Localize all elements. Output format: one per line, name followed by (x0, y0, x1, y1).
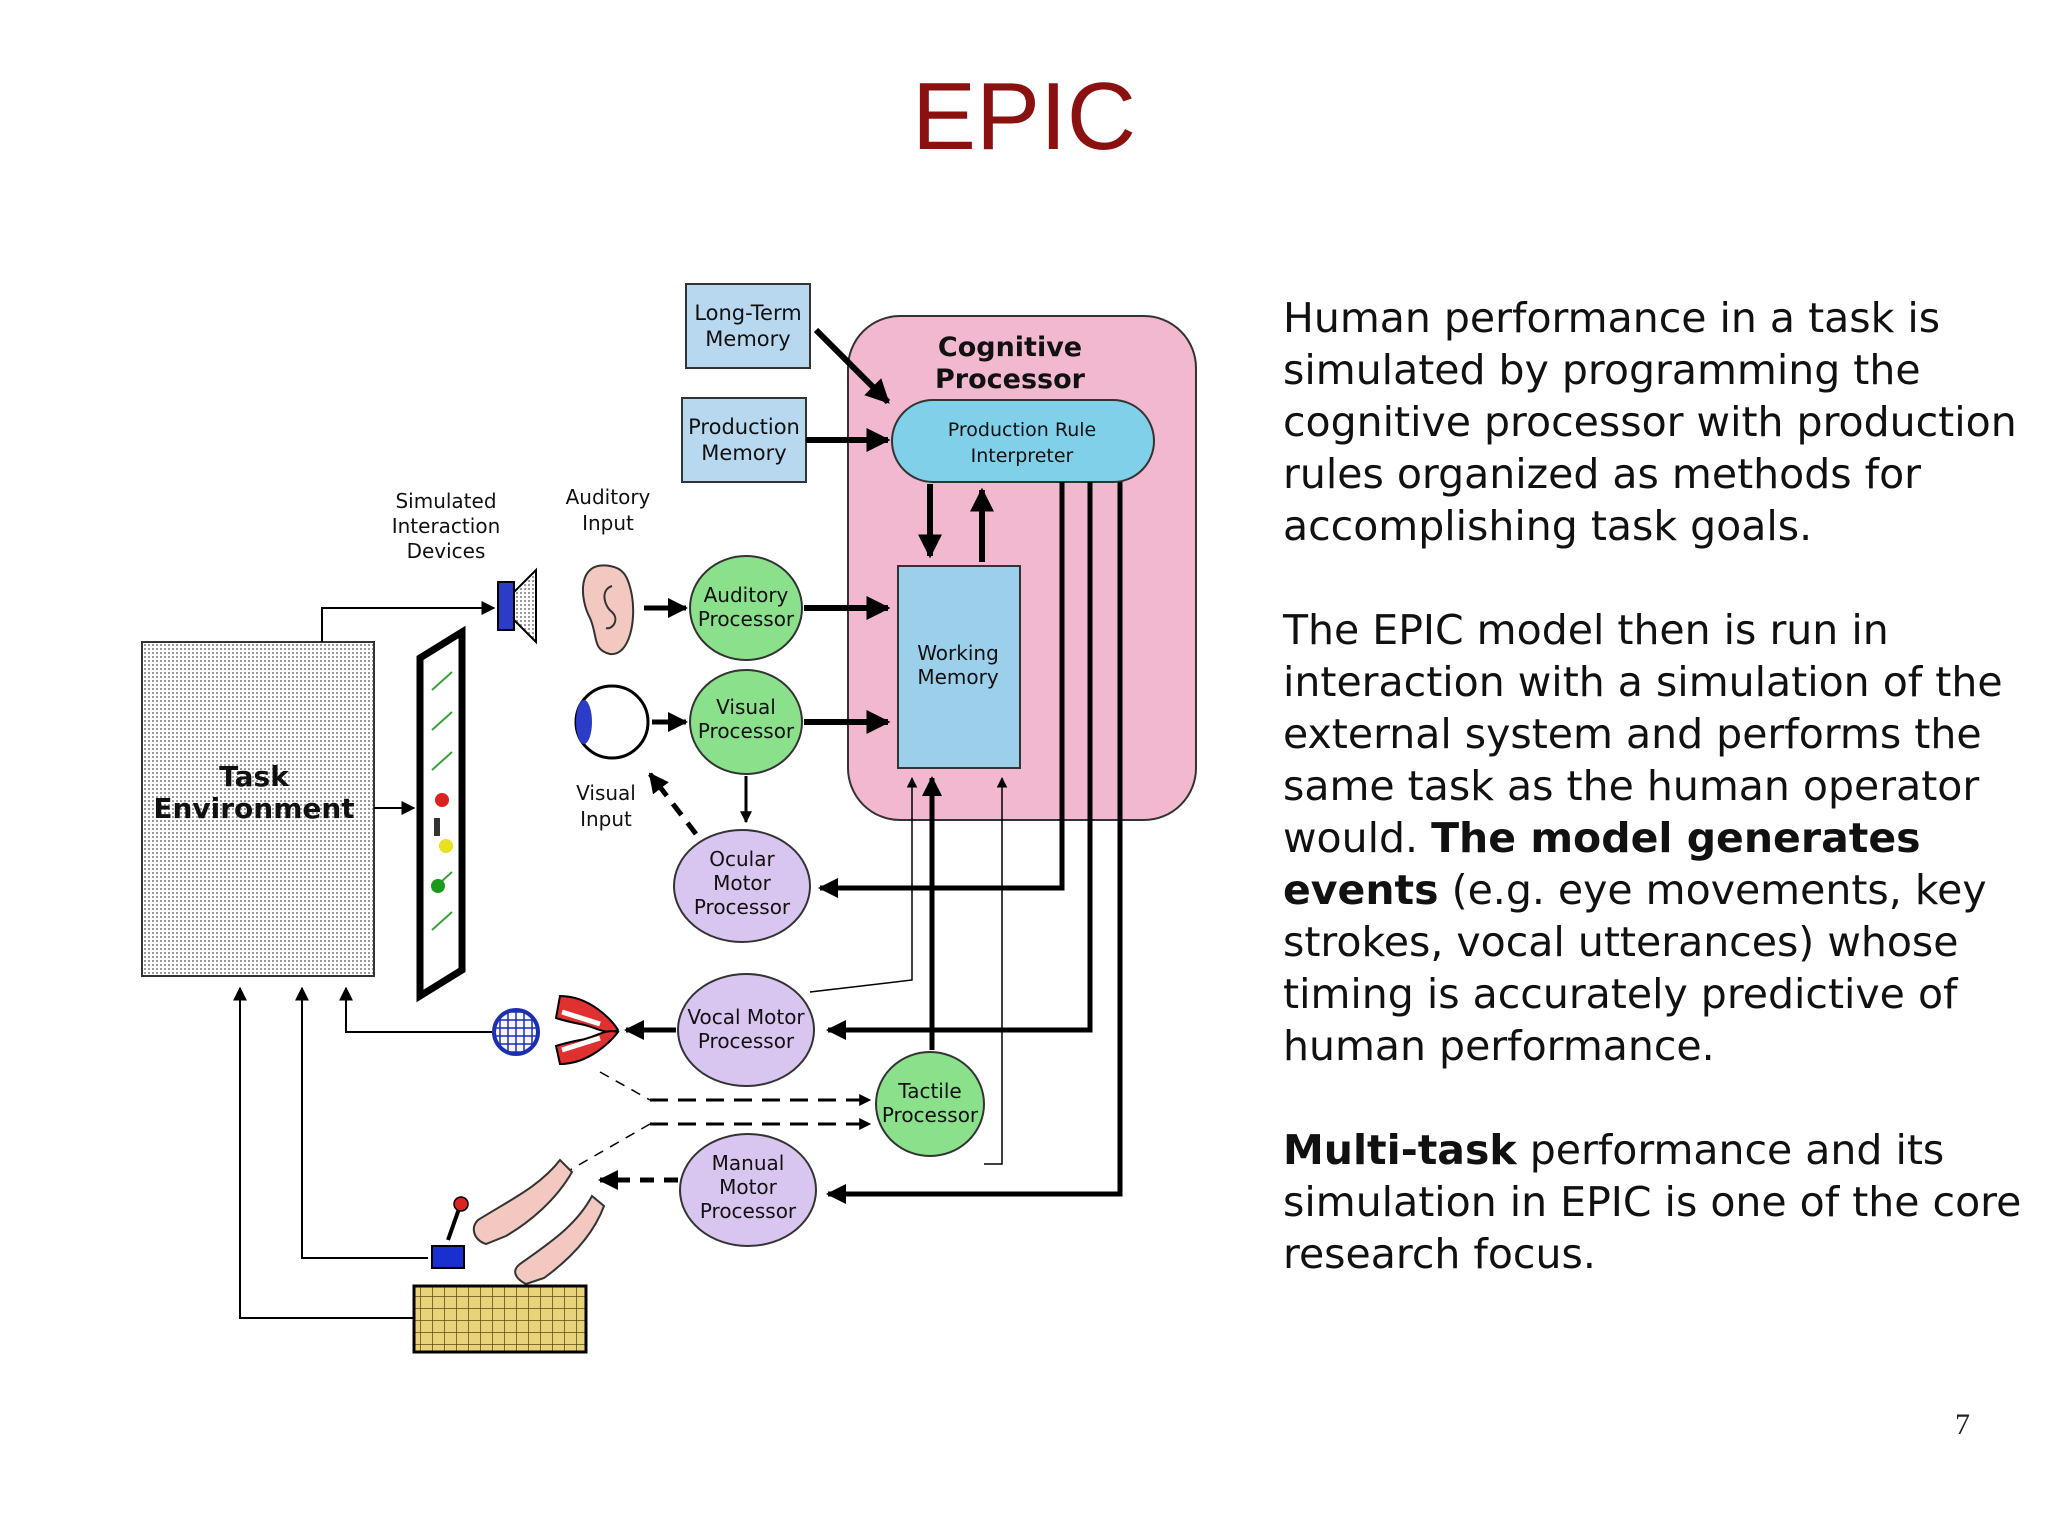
paragraph-1: Human performance in a task is simulated… (1283, 294, 2017, 550)
joystick-icon (431, 1196, 469, 1269)
hands-icon (472, 1158, 606, 1286)
tactile-feedback-lines (569, 1071, 872, 1171)
auditory-processor-node: Auditory Processor (689, 555, 803, 661)
visual-processor-node: Visual Processor (689, 669, 803, 775)
svg-text:Production: Production (688, 415, 800, 439)
eye-icon (574, 684, 650, 760)
microphone-icon (492, 1008, 540, 1056)
svg-text:Processor: Processor (694, 895, 791, 919)
slide-title: EPIC (911, 63, 1137, 170)
svg-text:Tactile: Tactile (897, 1079, 961, 1103)
simulated-devices-label: Simulated Interaction Devices (392, 489, 501, 563)
production-rule-interpreter: Production Rule Interpreter (891, 399, 1155, 483)
connector-joystick-to-env (295, 986, 428, 1259)
visual-input-label: Visual Input (576, 781, 636, 831)
page-number: 7 (1955, 1408, 1970, 1441)
svg-text:Auditory: Auditory (566, 485, 651, 509)
svg-text:Devices: Devices (407, 539, 486, 563)
cognitive-processor-label: Cognitive (938, 332, 1082, 363)
svg-text:Processor: Processor (882, 1103, 979, 1127)
svg-text:Memory: Memory (917, 665, 999, 689)
svg-text:Processor: Processor (698, 719, 795, 743)
svg-text:Processor: Processor (698, 607, 795, 631)
interpreter-to-motor-connectors (818, 482, 1123, 1204)
vocal-motor-processor-node: Vocal Motor Processor (677, 973, 815, 1087)
manual-motor-processor-node: Manual Motor Processor (679, 1133, 817, 1247)
paragraph-2-emphasis: The model generates events (1283, 814, 1921, 914)
connector-mic-to-env (339, 986, 492, 1033)
svg-text:Environment: Environment (153, 792, 354, 825)
svg-text:Input: Input (580, 807, 632, 831)
paragraph-2: The EPIC model then is run in interactio… (1283, 606, 2003, 1070)
epic-architecture-diagram: Cognitive Processor Long-Term Memory Pro… (141, 283, 1197, 1354)
svg-text:Processor: Processor (935, 364, 1086, 395)
tactile-processor-node: Tactile Processor (875, 1051, 985, 1157)
working-memory-box: Working Memory (897, 565, 1021, 769)
description-text: Human performance in a task is simulated… (1283, 292, 2023, 1332)
ocular-motor-processor-node: Ocular Motor Processor (673, 829, 811, 943)
svg-text:Input: Input (582, 511, 634, 535)
svg-text:Vocal Motor: Vocal Motor (687, 1005, 805, 1029)
paragraph-3-emphasis: Multi-task (1283, 1126, 1517, 1174)
working-memory-feedback-connectors (809, 776, 1008, 1165)
ear-icon (581, 564, 635, 656)
svg-text:Processor: Processor (698, 1029, 795, 1053)
svg-text:Simulated: Simulated (395, 489, 496, 513)
speaker-icon (497, 567, 537, 645)
svg-text:Ocular: Ocular (709, 847, 775, 871)
svg-text:Production Rule: Production Rule (948, 419, 1096, 441)
production-memory-box: Production Memory (681, 397, 807, 483)
connector-keyboard-to-env (233, 986, 414, 1319)
svg-text:Auditory: Auditory (704, 583, 789, 607)
connector-env-to-speaker (321, 601, 496, 642)
keyboard-icon (412, 1284, 588, 1354)
svg-text:Interpreter: Interpreter (971, 445, 1074, 467)
paragraph-3: Multi-task performance and its simulatio… (1283, 1126, 2022, 1278)
svg-text:Memory: Memory (701, 441, 786, 465)
svg-text:Manual: Manual (712, 1151, 785, 1175)
svg-text:Task: Task (219, 760, 290, 793)
svg-text:Motor: Motor (713, 871, 772, 895)
display-screen-icon (416, 625, 466, 1003)
svg-text:Long-Term: Long-Term (694, 301, 801, 325)
svg-text:Memory: Memory (705, 327, 790, 351)
memory-arrows (806, 327, 994, 562)
task-environment-box: Task Environment (141, 641, 375, 977)
auditory-input-label: Auditory Input (566, 485, 651, 535)
mouth-icon (554, 994, 620, 1066)
svg-text:Working: Working (917, 641, 999, 665)
svg-text:Visual: Visual (576, 781, 636, 805)
svg-text:Motor: Motor (719, 1175, 778, 1199)
connector-ocular-to-eye (648, 772, 698, 836)
svg-text:Visual: Visual (716, 695, 776, 719)
long-term-memory-box: Long-Term Memory (685, 283, 811, 369)
svg-text:Interaction: Interaction (392, 514, 501, 538)
svg-text:Processor: Processor (700, 1199, 797, 1223)
